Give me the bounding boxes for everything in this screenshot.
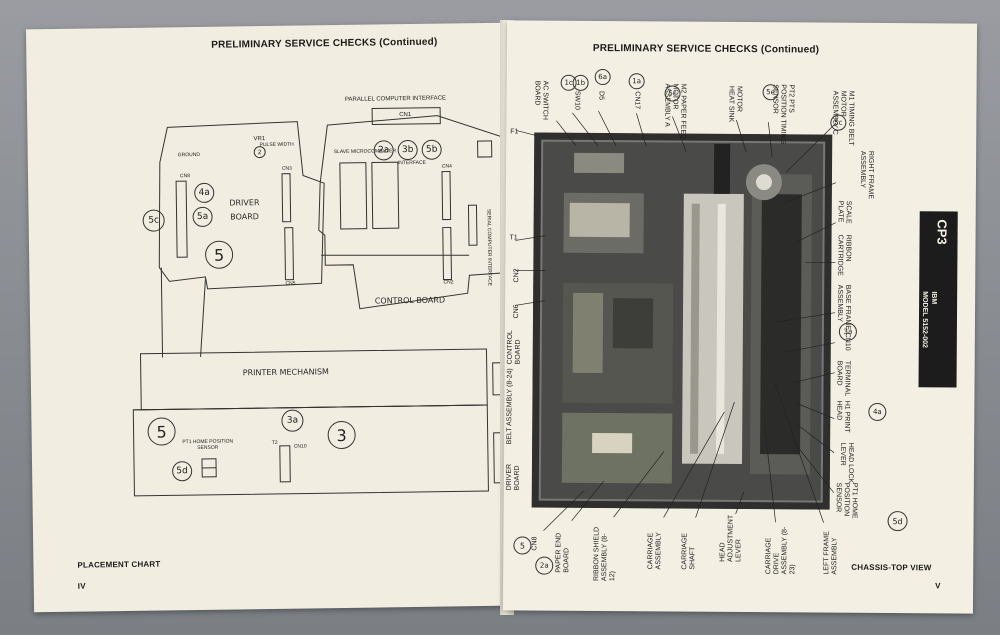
paper-feed-motor-callout: 5c: [664, 85, 681, 102]
section-tab: CP3 IBM MODEL 5152-002: [918, 211, 958, 388]
pt1-callout: 5d: [887, 511, 908, 532]
t1-label: T1: [509, 234, 518, 242]
callout-5a: 5a: [192, 206, 213, 228]
callout-2a: 2a: [373, 140, 394, 161]
d5-callout: 6a: [594, 68, 611, 86]
home-sensor-label: PT1 HOME POSITION SENSOR: [182, 438, 234, 452]
sw10-label: SW10: [573, 90, 581, 110]
left-page: PRELIMINARY SERVICE CHECKS (Continued): [25, 22, 513, 613]
ac-switch-board-label: AC SWITCH BOARD: [533, 80, 549, 120]
control-board-right-label: CONTROL BOARD: [506, 330, 522, 365]
chassis-photo: [531, 132, 833, 510]
print-head-callout: 4a: [868, 402, 887, 422]
carriage-assembly-label: CARRIAGE ASSEMBLY: [647, 532, 663, 570]
tab-brand: IBM: [930, 291, 938, 305]
pulse-width-label: PULSE WIDTH: [259, 141, 294, 149]
ground-label: GROUND: [177, 151, 200, 159]
carriage-shaft-label: CARRIAGE SHAFT: [681, 533, 697, 570]
d5-label: D5: [597, 91, 605, 101]
cn10-callout: 3a: [838, 322, 857, 341]
serial-interface-label: SERIAL COMPUTER INTERFACE: [485, 208, 493, 287]
right-page-number: V: [935, 581, 941, 591]
cn8-right-label: CN8: [531, 536, 539, 551]
control-board-label: CONTROL BOARD: [374, 295, 446, 306]
cn17-label: CN17: [633, 91, 641, 110]
cn17-callout: 1a: [628, 73, 645, 90]
cn10-label: CN10: [293, 443, 307, 450]
left-page-number: IV: [77, 581, 86, 591]
callout-5d: 5d: [171, 461, 193, 482]
cn4-label: CN4: [441, 163, 452, 170]
right-frame-label: RIGHT FRAME ASSEMBLY: [858, 150, 875, 200]
cn8-label: CN8: [179, 173, 191, 180]
interface-label: INTERFACE: [397, 159, 426, 167]
callout-5b: 5b: [421, 139, 442, 160]
cn2-label: CN2: [443, 279, 454, 286]
paper-end-callout: 2a: [535, 556, 554, 575]
paper-end-board-label: PAPER END BOARD: [555, 532, 571, 573]
cn8-callout: 5: [513, 536, 532, 555]
driver-board-right-label: DRIVER BOARD: [505, 463, 521, 491]
head-adjustment-lever-label: HEAD ADJUSTMENT LEVER: [719, 514, 743, 563]
printer-mechanism-label: PRINTER MECHANISM: [242, 367, 329, 378]
tab-code: CP3: [934, 219, 950, 245]
terminal-board-label: TERMINAL BOARD: [835, 360, 851, 396]
timing-belt-motor-callout: 5c: [830, 114, 847, 131]
f1-label: F1: [510, 128, 519, 136]
scale-plate-label: SCALE PLATE: [836, 200, 852, 224]
cn2-right-label: CN2: [513, 268, 521, 283]
ribbon-cartridge-label: RIBBON CARTRIDGE: [836, 234, 852, 276]
ribbon-shield-label: RIBBON SHIELD ASSEMBLY (8-12): [593, 526, 617, 582]
right-page: PRELIMINARY SERVICE CHECKS (Continued): [502, 20, 978, 614]
cn5-label: CN5: [285, 280, 296, 287]
left-frame-label: LEFT FRAME ASSEMBLY: [823, 531, 839, 575]
t2-label: T2: [271, 439, 278, 446]
left-footer-label: PLACEMENT CHART: [77, 559, 161, 570]
pt2-callout: 5e: [762, 84, 779, 101]
tab-model: MODEL 5152-002: [920, 291, 929, 348]
cn3-label: CN3: [281, 165, 292, 172]
carriage-drive-label: CARRIAGE DRIVE ASSEMBLY (8-23): [765, 526, 797, 575]
motor-heat-sink-label: MOTOR HEAT SINK: [727, 85, 743, 123]
head-lock-lever-label: HEAD LOCK LEVER: [838, 442, 855, 484]
cn1-label: CN1: [399, 111, 412, 119]
leader-lines: [515, 110, 837, 531]
cn6-label: CN6: [512, 304, 521, 319]
driver-board-label: DRIVER BOARD: [229, 198, 260, 222]
print-head-label: H1 PRINT HEAD: [835, 400, 851, 433]
right-footer-label: CHASSIS-TOP VIEW: [851, 562, 932, 573]
sw10-callout: 1b: [572, 74, 589, 91]
belt-assembly-label: BELT ASSEMBLY (8-24): [506, 368, 514, 445]
placement-chart-diagram: [132, 107, 511, 497]
